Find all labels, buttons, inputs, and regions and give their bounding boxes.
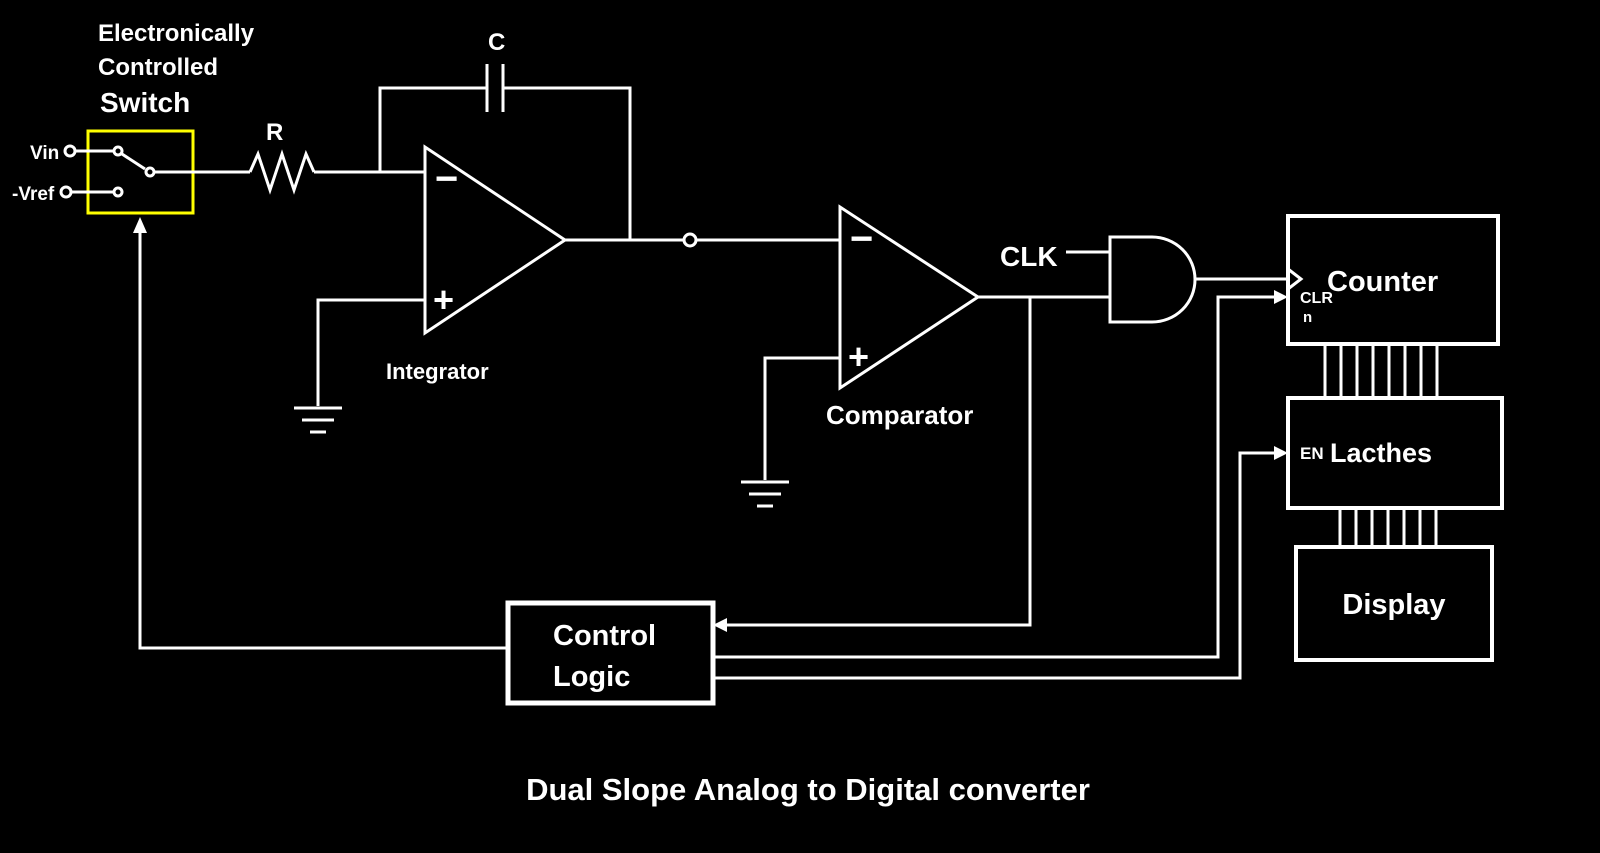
feedback-wire-left: [378, 86, 487, 172]
and-gate: [1108, 235, 1197, 324]
comparator-label: Comparator: [826, 400, 973, 430]
control-logic-label-line2: Logic: [553, 661, 630, 693]
feedback-wire-right: [503, 86, 632, 240]
comparator-opamp: [838, 204, 981, 391]
switch-title-line3: Switch: [100, 87, 190, 118]
latches-en-label: EN: [1300, 444, 1324, 463]
counter-clock-wedge: [1287, 267, 1304, 291]
comparator-minus-sign: −: [850, 217, 873, 261]
latches-label: Lacthes: [1330, 438, 1432, 468]
vin-terminal: [63, 144, 77, 158]
counter-n-label: n: [1303, 309, 1312, 326]
resistor-r: [248, 149, 316, 195]
display-label: Display: [1342, 589, 1445, 621]
switch-title-line1: Electronically: [98, 20, 255, 47]
comparator-ground-wire: [763, 356, 840, 480]
comparator-to-control-wire: [727, 297, 1032, 627]
control-to-en-wire: [713, 451, 1274, 680]
ground-symbol-comparator: [741, 480, 789, 508]
en-arrowhead: [1274, 446, 1288, 460]
control-to-switch-wire: [138, 232, 508, 650]
switch-contact-top: [112, 145, 124, 157]
counter-label: Counter: [1327, 266, 1438, 298]
output-node-circle: [682, 232, 698, 248]
vin-label: Vin: [30, 143, 59, 164]
ground-symbol-integrator: [294, 406, 342, 434]
clr-arrowhead: [1274, 290, 1288, 304]
integrator-plus-sign: +: [433, 279, 454, 320]
switch-common-pole: [144, 166, 156, 178]
switch-title-line2: Controlled: [98, 54, 218, 81]
switch-control-arrowhead: [133, 217, 147, 233]
display-box: [1294, 545, 1494, 662]
control-logic-label-line1: Control: [553, 620, 656, 652]
resistor-label: R: [266, 119, 283, 146]
counter-box: [1286, 214, 1500, 346]
vref-terminal: [59, 185, 73, 199]
comparator-plus-sign: +: [848, 336, 869, 377]
latches-display-bus: [1338, 508, 1438, 547]
diagram-title: Dual Slope Analog to Digital converter: [526, 772, 1090, 807]
counter-latches-bus: [1323, 344, 1439, 398]
integrator-ground-wire: [316, 298, 425, 406]
control-to-clr-wire: [713, 295, 1274, 659]
capacitor-label: C: [488, 29, 505, 56]
clk-label: CLK: [1000, 241, 1058, 272]
counter-clr-label: CLR: [1300, 290, 1333, 307]
control-input-arrowhead: [713, 618, 727, 632]
vref-label: -Vref: [12, 184, 55, 205]
integrator-label: Integrator: [386, 359, 489, 384]
integrator-opamp: [423, 144, 568, 336]
control-logic-box: [505, 600, 716, 706]
integrator-minus-sign: −: [435, 157, 458, 201]
switch-contact-bottom: [112, 186, 124, 198]
switch-arm: [121, 152, 146, 171]
